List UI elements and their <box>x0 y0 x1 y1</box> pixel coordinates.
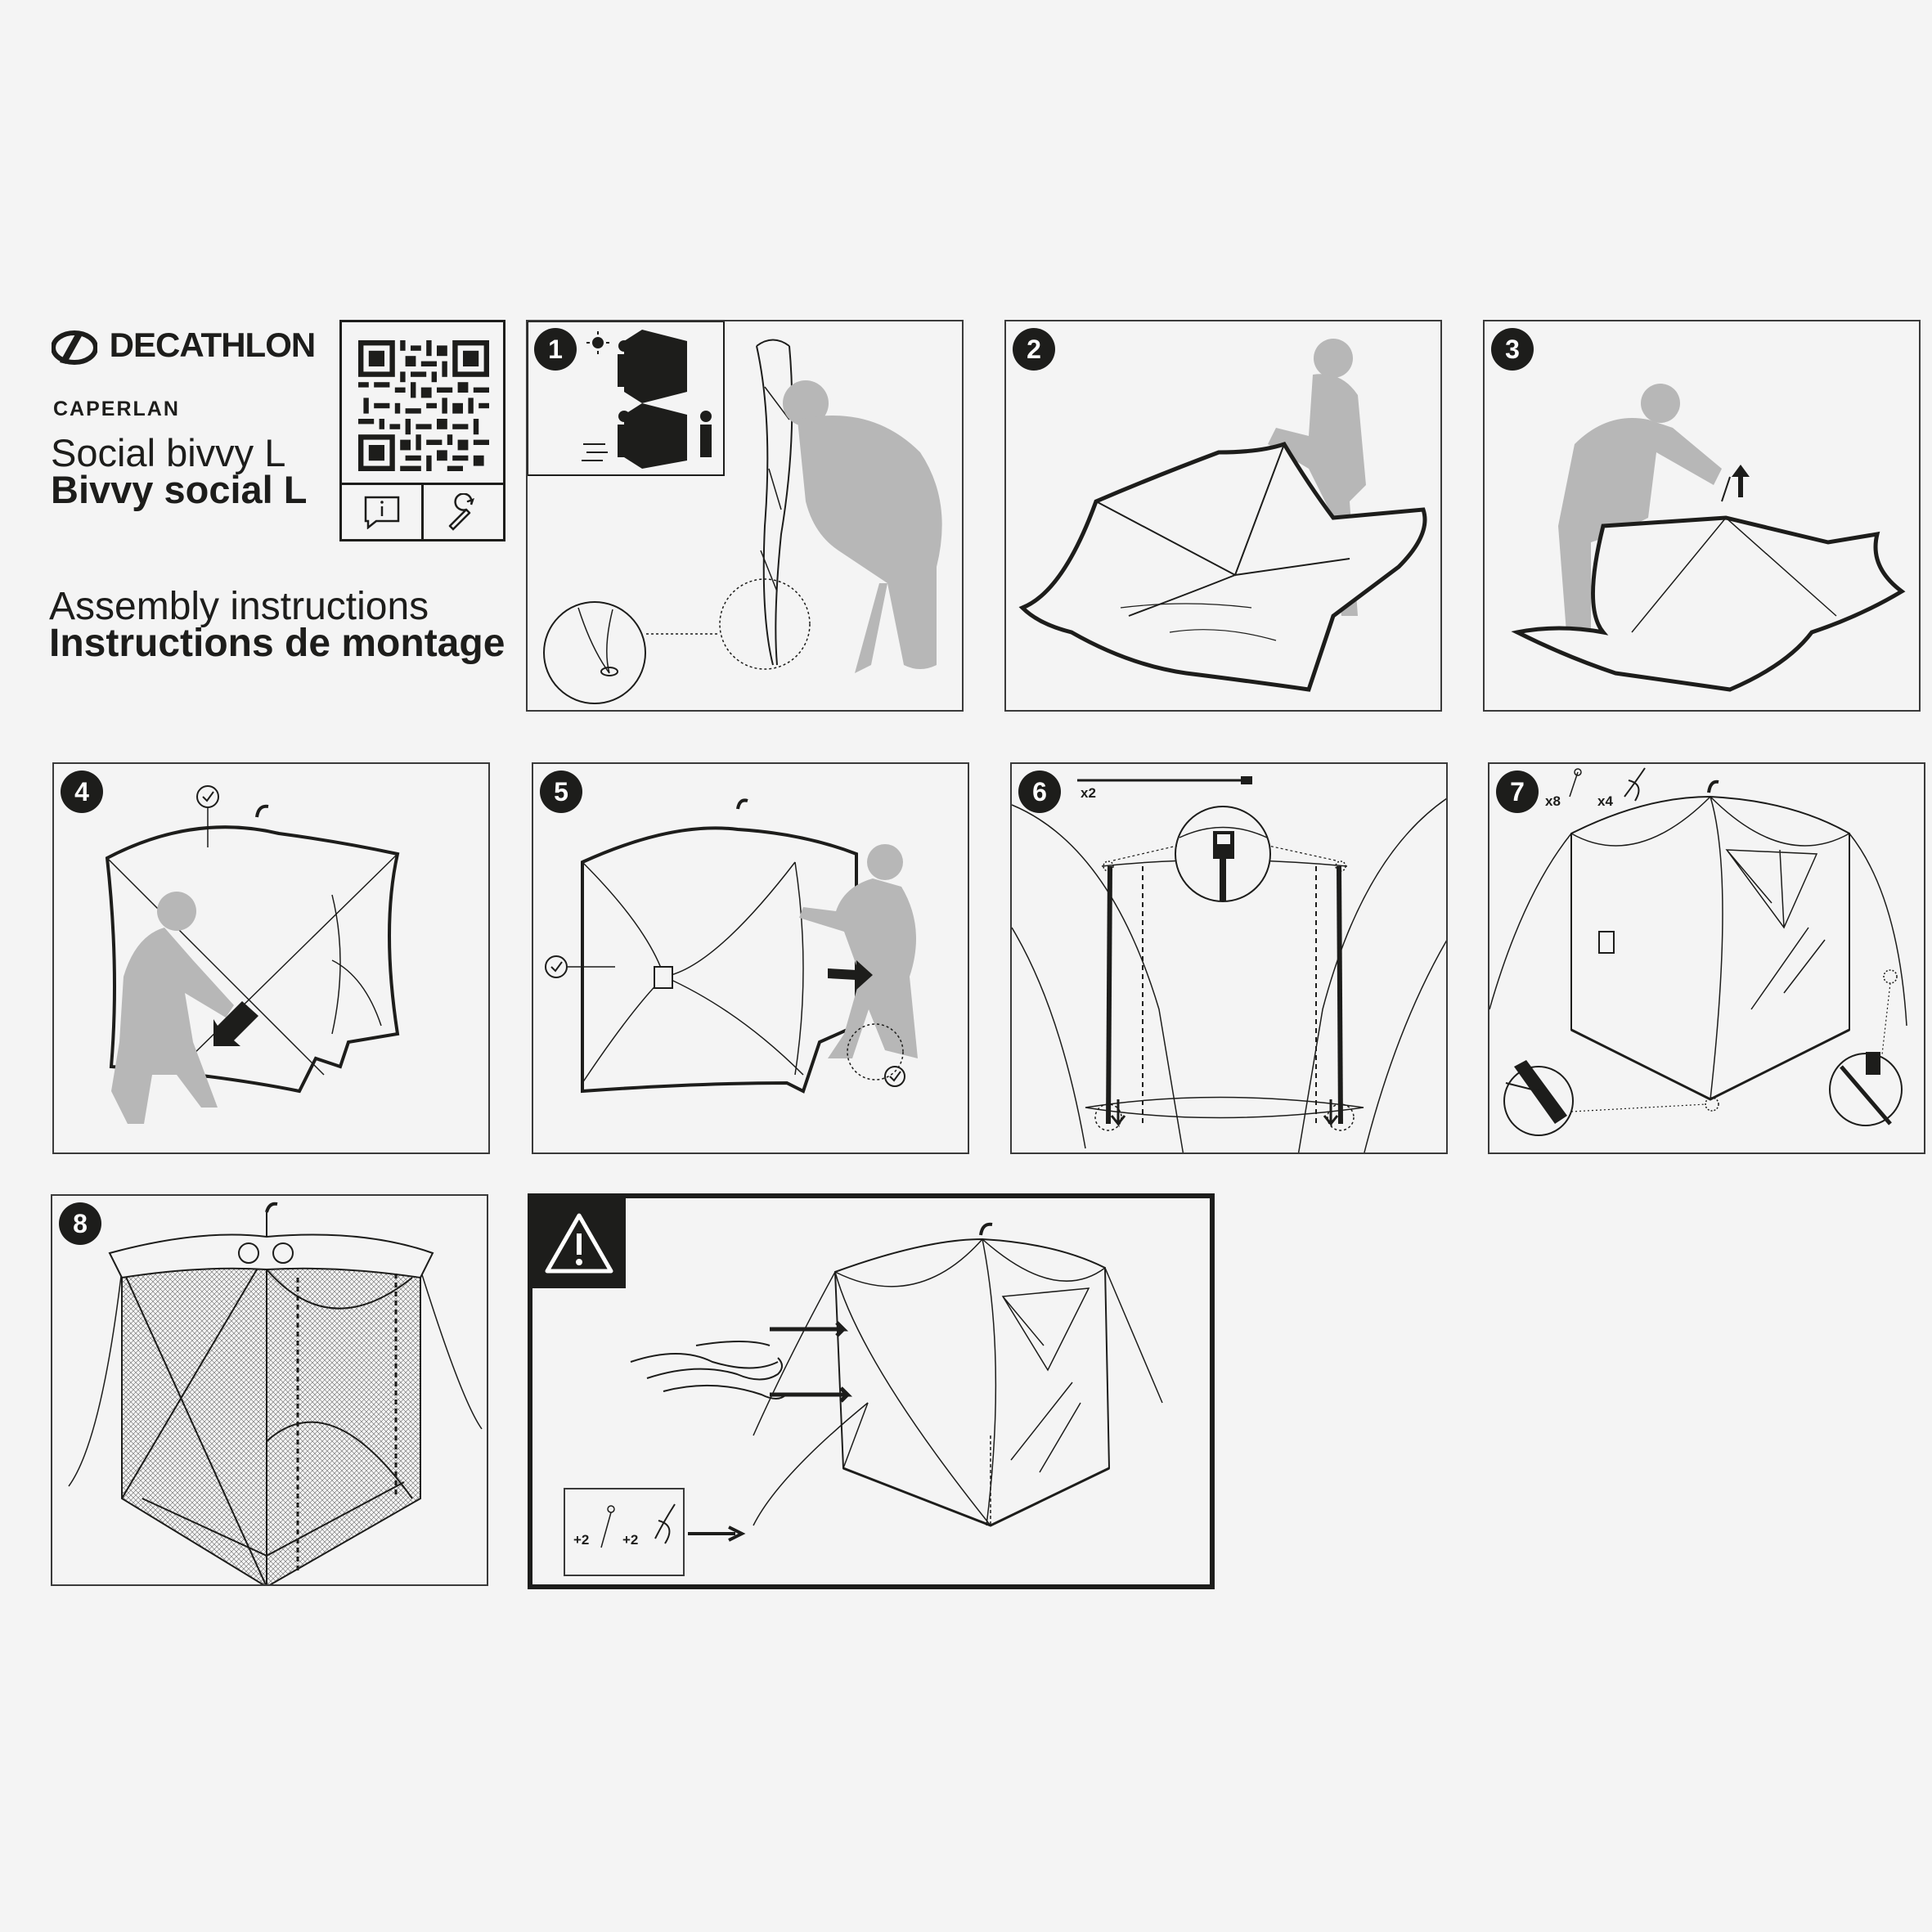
step-3-panel: 3 <box>1483 320 1921 712</box>
hook-count: x4 <box>1597 793 1613 809</box>
extra-pegs-box: +2 +2 <box>564 1488 685 1576</box>
info-box <box>342 485 424 539</box>
step-5-panel: 5 <box>532 762 969 1154</box>
step-8-number: 8 <box>59 1202 101 1245</box>
decathlon-logo: DECATHLON <box>52 326 317 366</box>
product-name-en: Social bivvy L <box>51 431 286 474</box>
warning-panel: +2 +2 <box>528 1193 1215 1589</box>
qr-code[interactable] <box>358 340 489 471</box>
step-1-panel: 1 <box>526 320 964 712</box>
step-7-illustration <box>1489 767 1907 1136</box>
step-2-number: 2 <box>1013 328 1055 371</box>
peg-count: x8 <box>1545 793 1561 809</box>
arrow-icon <box>213 1001 258 1046</box>
extra-pegs-count: +2 <box>573 1532 590 1548</box>
product-name-fr: Bivvy social L <box>51 468 308 511</box>
step-4-illustration <box>105 785 400 1124</box>
assembly-title-fr: Instructions de montage <box>49 622 505 665</box>
step-6-number: 6 <box>1018 771 1061 813</box>
step-5-illustration <box>545 798 918 1094</box>
step-8-illustration <box>68 1202 483 1584</box>
assembly-title-en: Assembly instructions <box>49 585 429 628</box>
pole-count: x2 <box>1081 785 1096 801</box>
warning-badge <box>532 1198 626 1288</box>
peg-icon <box>600 1505 615 1548</box>
tool-box <box>424 485 503 539</box>
arrow-icon <box>688 1525 746 1542</box>
step-4-number: 4 <box>61 771 103 813</box>
wrench-icon <box>448 493 474 531</box>
arrow-icon <box>828 960 873 990</box>
up-arrow-icon <box>1732 465 1750 497</box>
step-7-panel: 7 x8 x4 <box>1488 762 1925 1154</box>
logo-text: DECATHLON <box>109 326 317 364</box>
person-figure <box>1558 384 1722 640</box>
sun-icon <box>586 331 609 354</box>
hook-icon <box>654 1503 676 1544</box>
wind-gust-icon <box>630 1341 787 1400</box>
step-4-panel: 4 <box>52 762 490 1154</box>
wind-icon <box>582 443 608 461</box>
sub-brand: CAPERLAN <box>53 398 180 420</box>
step-7-number: 7 <box>1496 771 1539 813</box>
step-1-illustration <box>528 321 942 704</box>
extra-hooks-count: +2 <box>622 1532 639 1548</box>
person-figure <box>111 892 234 1124</box>
warning-illustration <box>630 1222 1163 1527</box>
qr-code-box <box>339 320 505 541</box>
step-3-illustration <box>1511 384 1906 692</box>
hook-icon <box>1624 767 1646 802</box>
step-8-panel: 8 <box>51 1194 488 1586</box>
person-figure <box>783 380 942 673</box>
peg-icon <box>1569 771 1579 798</box>
step-2-panel: 2 <box>1004 320 1442 712</box>
info-icon <box>364 496 399 529</box>
decathlon-swoosh-icon <box>52 330 97 365</box>
step-6-panel: 6 x2 <box>1010 762 1448 1154</box>
step-5-number: 5 <box>540 771 582 813</box>
warning-triangle-icon <box>545 1213 613 1274</box>
step-3-number: 3 <box>1491 328 1534 371</box>
step-1-number: 1 <box>534 328 577 371</box>
step-2-illustration <box>1018 339 1427 692</box>
step-6-illustration <box>1012 776 1446 1152</box>
